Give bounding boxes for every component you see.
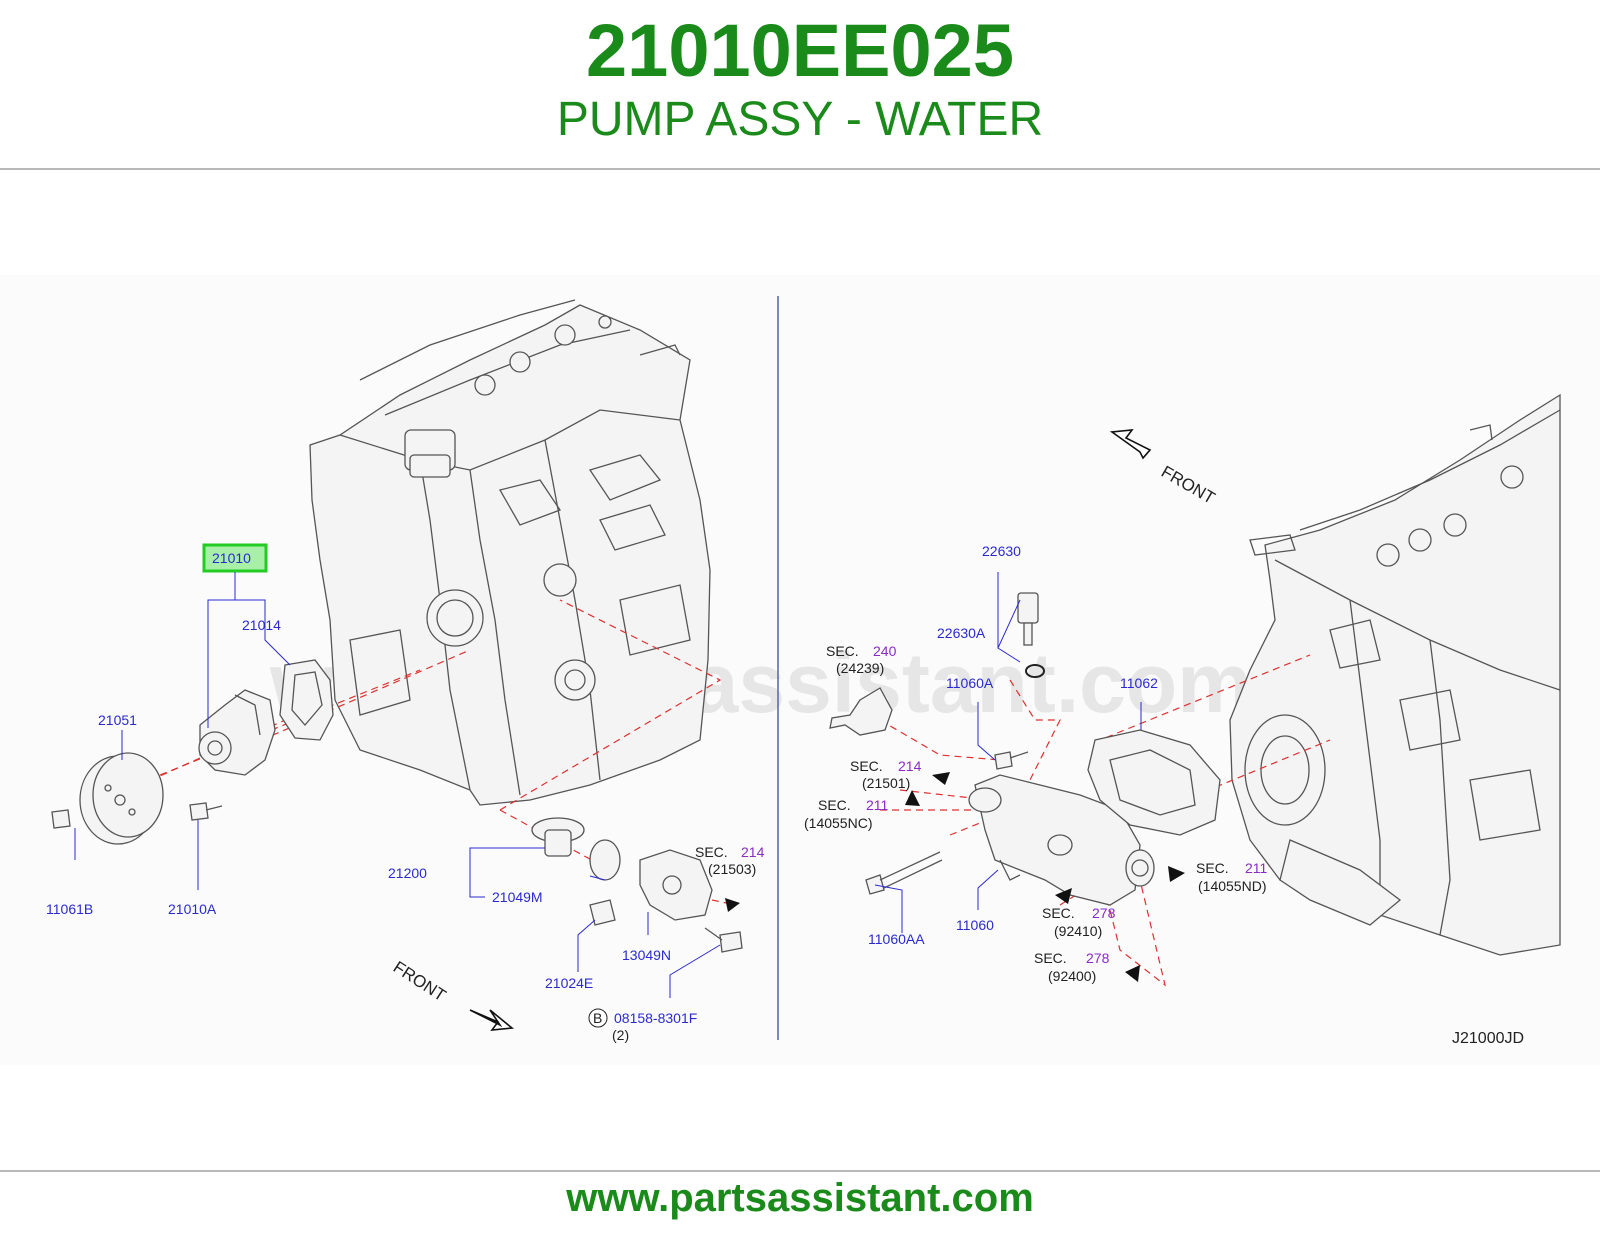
arrow-sec-214-icon bbox=[725, 898, 740, 912]
arrow-sec-211a-icon bbox=[905, 790, 920, 806]
diagram-code: J21000JD bbox=[1452, 1030, 1524, 1047]
sec-214-left-ref: (21503) bbox=[708, 861, 756, 877]
pump-bolt-drawing bbox=[189, 802, 209, 821]
label-21024e[interactable]: 21024E bbox=[545, 975, 593, 991]
pump-gasket-drawing bbox=[279, 659, 334, 741]
water-outlet-drawing bbox=[639, 849, 713, 921]
sec-278b-word: SEC. bbox=[1034, 950, 1067, 966]
left-engine-block bbox=[309, 299, 711, 806]
long-bolt-drawing bbox=[865, 851, 943, 895]
thermostat-housing-drawing bbox=[968, 774, 1155, 906]
footer-website-link[interactable]: www.partsassistant.com bbox=[566, 1176, 1034, 1220]
label-11062[interactable]: 11062 bbox=[1120, 675, 1158, 691]
sec-214-right-num[interactable]: 214 bbox=[898, 758, 922, 774]
sec-214-right-word: SEC. bbox=[850, 758, 883, 774]
label-22630a[interactable]: 22630A bbox=[937, 625, 986, 641]
highlight-box-21010[interactable] bbox=[202, 543, 268, 573]
sec-240-num[interactable]: 240 bbox=[873, 643, 897, 659]
sec-211b-ref: (14055ND) bbox=[1198, 878, 1266, 894]
sec-240-word: SEC. bbox=[826, 643, 859, 659]
label-08158-8301f[interactable]: 08158-8301F bbox=[614, 1010, 697, 1026]
part-number-title: 21010EE025 bbox=[586, 9, 1014, 92]
sec-211a-word: SEC. bbox=[818, 797, 851, 813]
housing-gasket-drawing bbox=[1087, 729, 1221, 836]
label-bolt-qty: (2) bbox=[612, 1027, 629, 1043]
sec-214-left-num[interactable]: 214 bbox=[741, 844, 765, 860]
arrow-sec-211b-icon bbox=[1168, 866, 1185, 882]
arrow-sec-278a-icon bbox=[1055, 888, 1072, 904]
sec-278b-num[interactable]: 278 bbox=[1086, 950, 1110, 966]
label-21010[interactable]: 21010 bbox=[212, 550, 251, 566]
temp-sensor-drawing bbox=[1017, 592, 1045, 678]
label-11060a[interactable]: 11060A bbox=[946, 675, 994, 691]
bolt-b-marker-circle bbox=[588, 1008, 608, 1028]
label-21014[interactable]: 21014 bbox=[242, 617, 281, 633]
sec-278a-word: SEC. bbox=[1042, 905, 1075, 921]
part-description: PUMP ASSY - WATER bbox=[556, 93, 1044, 146]
header-divider bbox=[0, 168, 1600, 170]
front-arrow-left-icon bbox=[469, 1009, 515, 1031]
outlet-bolt-drawing bbox=[719, 931, 743, 953]
bracket-drawing bbox=[829, 687, 893, 736]
label-21049m[interactable]: 21049M bbox=[492, 889, 543, 905]
label-11061b[interactable]: 11061B bbox=[46, 901, 93, 917]
arrow-sec-278b-icon bbox=[1125, 965, 1140, 982]
sec-211a-num[interactable]: 211 bbox=[866, 797, 889, 813]
sec-214-right-ref: (21501) bbox=[862, 775, 910, 791]
sec-211a-ref: (14055NC) bbox=[804, 815, 872, 831]
bolt-b-marker: B bbox=[593, 1010, 602, 1026]
sec-214-left-word: SEC. bbox=[695, 844, 728, 860]
sec-211b-word: SEC. bbox=[1196, 860, 1229, 876]
pulley-bolt-drawing bbox=[51, 809, 71, 829]
label-21051[interactable]: 21051 bbox=[98, 712, 137, 728]
front-arrow-right-icon bbox=[1109, 429, 1152, 460]
label-21010a[interactable]: 21010A bbox=[168, 901, 217, 917]
bolt-11060a-drawing bbox=[994, 751, 1013, 770]
pulley-drawing bbox=[79, 752, 164, 845]
label-22630[interactable]: 22630 bbox=[982, 543, 1021, 559]
right-engine-block bbox=[1229, 393, 1561, 956]
sec-278b-ref: (92400) bbox=[1048, 968, 1096, 984]
clip-drawing bbox=[589, 899, 616, 926]
footer-divider bbox=[0, 1170, 1600, 1172]
arrow-sec-214-right-icon bbox=[932, 772, 950, 785]
page-header: 21010EE025 PUMP ASSY - WATER bbox=[0, 0, 1600, 168]
sec-211b-num[interactable]: 211 bbox=[1245, 860, 1268, 876]
label-21200[interactable]: 21200 bbox=[388, 865, 427, 881]
sec-278a-ref: (92410) bbox=[1054, 923, 1102, 939]
water-pump-drawing bbox=[198, 689, 276, 776]
sec-240-ref: (24239) bbox=[836, 660, 884, 676]
label-13049n[interactable]: 13049N bbox=[622, 947, 671, 963]
thermostat-drawing bbox=[531, 817, 621, 881]
label-11060[interactable]: 11060 bbox=[956, 917, 994, 933]
sec-278a-num[interactable]: 278 bbox=[1092, 905, 1116, 921]
label-11060aa[interactable]: 11060AA bbox=[868, 931, 925, 947]
